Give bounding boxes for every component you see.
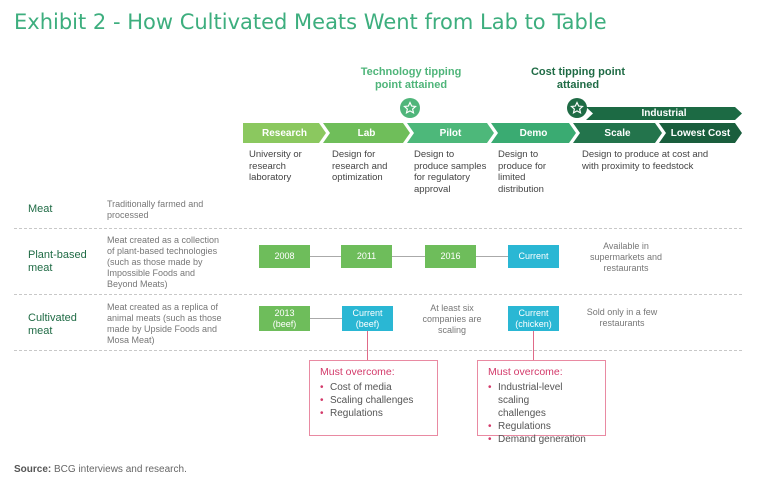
source-label: Source: [14,464,52,475]
technology-tipping-point-label: Technology tipping point attained [360,66,462,91]
cultivated-mid-note: At least six companies are scaling [422,303,482,335]
row-divider [14,294,742,295]
list-item: Scaling challenges [320,394,427,407]
stage-label: Lab [357,127,376,139]
star-icon [567,98,587,118]
stage-desc-lab: Design for research and optimization [332,149,388,183]
milestone-box-current: Current (beef) [342,306,393,331]
must-overcome-box-demo: Must overcome: Industrial-level scaling … [477,360,606,446]
milestone-box: 2011 [341,245,392,268]
stage-research: Research [243,123,326,143]
stage-desc-research: University or research laboratory [249,149,302,183]
cost-tipping-point-label: Cost tipping point attained [530,66,626,91]
page-title: Exhibit 2 - How Cultivated Meats Went fr… [14,10,607,34]
milestone-box-current: Current (chicken) [508,306,559,331]
stage-scale: Scale [573,123,662,143]
source-note: Source: BCG interviews and research. [14,464,187,475]
milestone-box: 2016 [425,245,476,268]
stage-lab: Lab [323,123,410,143]
timeline-connector [310,256,510,257]
list-item: Regulations [320,407,427,420]
stage-lowest-cost: Lowest Cost [659,123,742,143]
stage-demo: Demo [491,123,576,143]
callout-connector [367,331,368,361]
timeline-connector [310,318,342,319]
stage-desc-scale: Design to produce at cost and with proxi… [582,149,709,172]
stage-label: Pilot [439,127,462,139]
list-item: Cost of media [320,381,427,394]
row-label-meat: Meat [28,203,53,215]
stage-desc-pilot: Design to produce samples for regulatory… [414,149,487,195]
callout-connector [533,331,534,361]
row-note-cultivated: Sold only in a few restaurants [586,307,658,328]
milestone-box: 2013 (beef) [259,306,310,331]
list-item: Industrial-level scaling challenges [488,381,595,420]
stage-label: Lowest Cost [670,127,731,139]
list-item: Demand generation [488,433,595,446]
industrial-label: Industrial [641,108,687,119]
row-label-plant-based: Plant-based meat [28,249,87,274]
milestone-box: 2008 [259,245,310,268]
must-overcome-title: Must overcome: [320,366,395,378]
stage-label: Scale [604,127,631,139]
row-label-cultivated: Cultivated meat [28,312,77,337]
stage-desc-demo: Design to produce for limited distributi… [498,149,547,195]
stage-pilot: Pilot [407,123,494,143]
must-overcome-title: Must overcome: [488,366,563,378]
stage-label: Research [261,127,308,139]
row-desc-meat: Traditionally farmed and processed [107,199,204,220]
must-overcome-box-lab: Must overcome: Cost of media Scaling cha… [309,360,438,436]
row-desc-cultivated: Meat created as a replica of animal meat… [107,302,222,345]
row-desc-plant-based: Meat created as a collection of plant-ba… [107,235,220,289]
milestone-box-current: Current [508,245,559,268]
row-divider [14,350,742,351]
industrial-bar: Industrial [586,107,742,120]
source-text: BCG interviews and research. [51,464,187,475]
stage-label: Demo [519,127,548,139]
row-divider [14,228,742,229]
row-note-plant-based: Available in supermarkets and restaurant… [589,241,663,273]
list-item: Regulations [488,420,595,433]
star-icon [400,98,420,118]
